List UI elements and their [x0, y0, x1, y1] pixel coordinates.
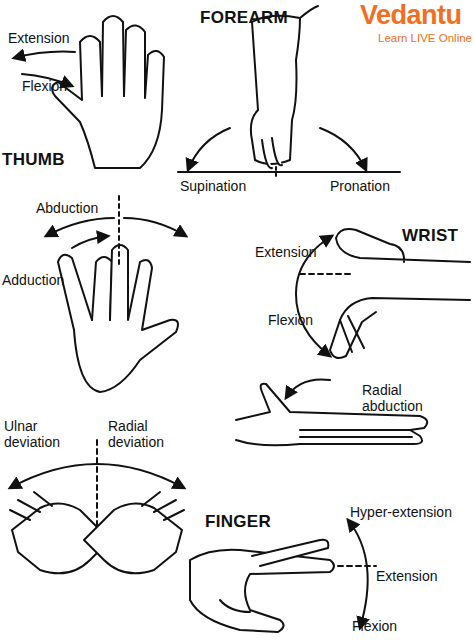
motion-label: Adduction	[2, 272, 64, 288]
motion-label: Supination	[180, 178, 246, 194]
motion-arrow	[14, 52, 75, 58]
finger-hand	[190, 540, 334, 632]
forearm-rotation	[251, 6, 318, 168]
center-line	[338, 565, 376, 567]
center-line	[118, 196, 120, 268]
center-line	[275, 166, 277, 176]
motion-label: Hyper-extension	[350, 504, 452, 520]
watermark-tagline: Learn LIVE Online	[378, 32, 472, 45]
watermark-logo: Vedantu	[360, 0, 462, 31]
motion-arrow	[72, 236, 108, 248]
motion-arrow	[46, 218, 114, 236]
motion-label: Flexion	[268, 312, 313, 328]
motion-label: Extension	[8, 30, 69, 46]
motion-label: Flexion	[352, 618, 397, 634]
motion-label: Extension	[255, 244, 316, 260]
motion-arrow	[188, 128, 230, 170]
motion-label: Flexion	[22, 78, 67, 94]
motion-label: Ulnar deviation	[4, 418, 84, 450]
motion-label: Radial deviation	[108, 418, 192, 450]
section-heading: FOREARM	[200, 8, 288, 28]
motion-label: Abduction	[36, 200, 98, 216]
motion-arrow	[10, 464, 184, 488]
motion-arrow	[286, 379, 330, 398]
motion-arrow	[124, 218, 186, 236]
motion-label: Extension	[376, 568, 437, 584]
motion-label: Radial abduction	[362, 382, 452, 414]
motion-arrow	[348, 520, 368, 628]
spread-hand	[58, 245, 178, 392]
section-heading: FINGER	[205, 512, 271, 532]
baseline	[178, 171, 400, 173]
wrist-hand	[330, 229, 470, 358]
center-line	[300, 273, 350, 275]
section-heading: WRIST	[402, 226, 458, 246]
center-line	[96, 440, 98, 530]
motion-arrow	[320, 128, 366, 170]
section-heading: THUMB	[2, 150, 65, 170]
motion-label: Pronation	[330, 178, 390, 194]
